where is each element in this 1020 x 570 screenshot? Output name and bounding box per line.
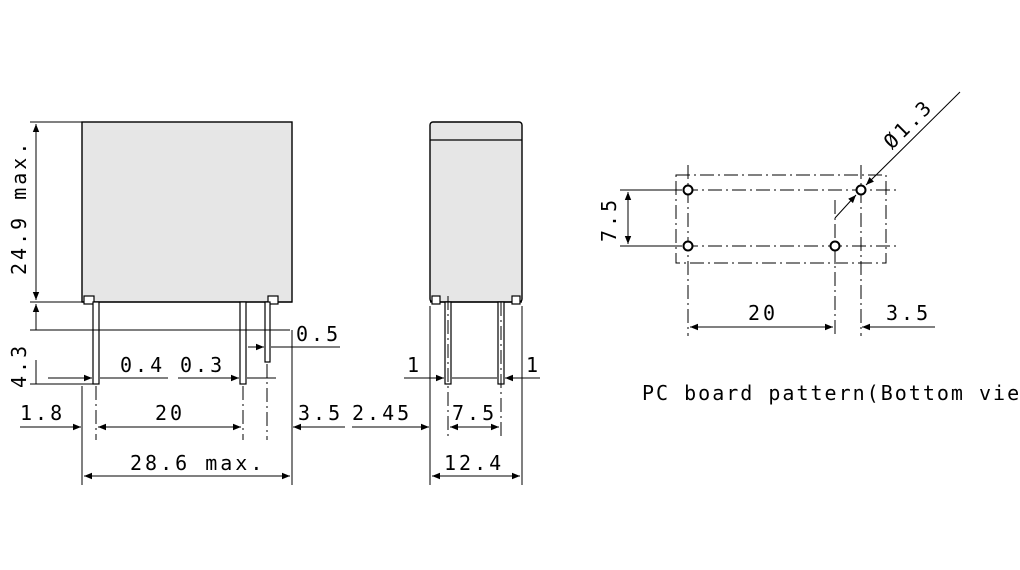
pcb-pattern: 7.5 Ø1.3 20 3.5 PC board pattern(Bottom …	[597, 91, 1020, 405]
front-pin-2	[239, 301, 247, 385]
left-offset-label: 1.8	[20, 401, 65, 425]
side-view: 1 1 2.45 7.5 12.4	[352, 121, 541, 485]
front-pin-1	[92, 301, 100, 385]
pcb-row-spacing-label: 7.5	[597, 197, 621, 242]
pin-width-1-label: 0.4	[120, 353, 165, 377]
pin-length-label: 4.3	[7, 343, 31, 388]
pin-width-2-label: 0.3	[180, 353, 225, 377]
side-pin-thickness-right-label: 1	[526, 353, 541, 377]
pin-width-3-label: 0.5	[296, 322, 341, 346]
pcb-hole-4	[829, 240, 841, 252]
pcb-hole-1	[682, 184, 694, 196]
pcb-hole-2	[855, 184, 867, 196]
right-offset-label: 3.5	[298, 401, 343, 425]
pcb-right-offset-label: 3.5	[886, 301, 931, 325]
pcb-pattern-caption: PC board pattern(Bottom view)	[642, 381, 1020, 405]
pin-pitch-front-label: 20	[155, 401, 185, 425]
pcb-hole-3	[682, 240, 694, 252]
side-pin-thickness-left-label: 1	[407, 353, 422, 377]
side-pin-pitch-label: 7.5	[452, 401, 497, 425]
height-max-label: 24.9 max.	[7, 140, 31, 275]
front-pin-3	[264, 301, 271, 363]
overall-depth-label: 12.4	[444, 451, 504, 475]
relay-body-side	[429, 121, 523, 303]
pcb-column-spacing-label: 20	[748, 301, 778, 325]
front-view: 24.9 max. 4.3 0.4 0.3 0.5 1.8 20 3.5	[7, 121, 345, 485]
pcb-hole-diameter-label: Ø1.3	[879, 94, 939, 154]
relay-body-front	[81, 121, 293, 303]
overall-width-label: 28.6 max.	[130, 451, 265, 475]
side-left-offset-label: 2.45	[352, 401, 412, 425]
